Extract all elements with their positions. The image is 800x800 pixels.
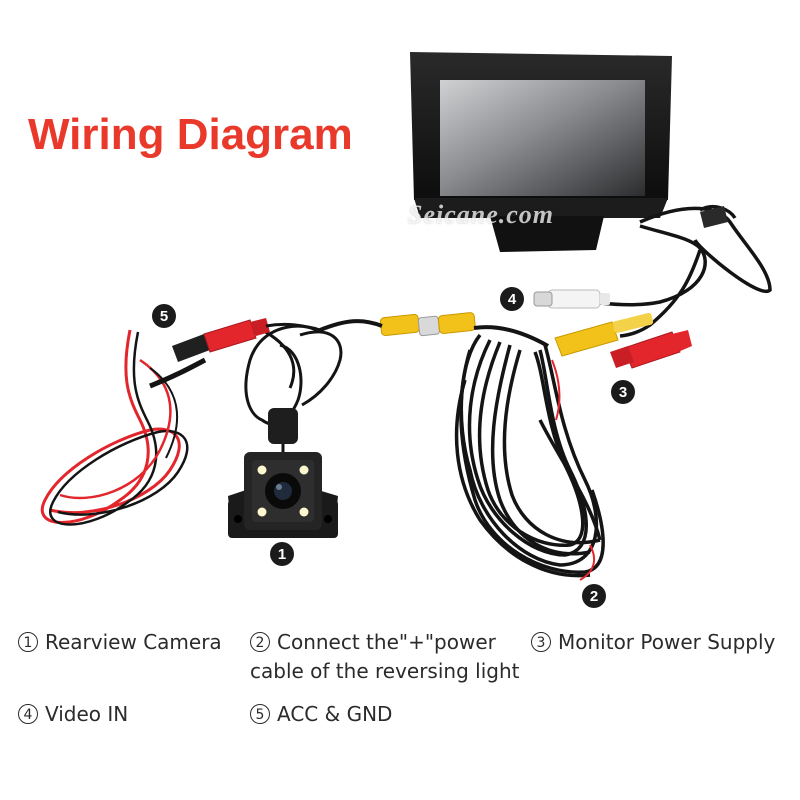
marker-3: 3: [611, 380, 635, 404]
legend-item-acc-gnd: 5 ACC & GND: [250, 700, 392, 729]
legend-item-monitor-power-supply: 3 Monitor Power Supply: [531, 628, 775, 657]
legend-number: 5: [250, 704, 270, 724]
legend-number: 1: [18, 632, 38, 652]
monitor-cables: [599, 205, 772, 338]
legend-label: ACC & GND: [277, 702, 393, 726]
camera-video-rca-joint: [379, 312, 476, 337]
monitor-base: [414, 198, 668, 218]
seicane-watermark: Seicane.com: [408, 200, 555, 229]
legend-label: Monitor Power Supply: [558, 630, 776, 654]
legend-number: 2: [250, 632, 270, 652]
legend-label-continued: cable of the reversing light: [250, 659, 520, 683]
monitor-screen: [440, 80, 645, 196]
diagram-title: Wiring Diagram: [28, 110, 353, 159]
video-in-rca-connector: [533, 289, 610, 309]
camera-cable-grommet: [268, 408, 298, 444]
legend-item-rearview-camera: 1 Rearview Camera: [18, 628, 222, 657]
legend-label: Rearview Camera: [45, 630, 222, 654]
cable-clip: [700, 206, 728, 228]
legend-number: 4: [18, 704, 38, 724]
rearview-camera: [228, 452, 338, 538]
acc-red-connector: [172, 318, 270, 362]
monitor-video-rca: [554, 312, 654, 357]
reversing-light-power-wire: [579, 544, 596, 581]
monitor-stand: [490, 216, 604, 252]
monitor: [410, 52, 672, 252]
marker-2: 2: [582, 584, 606, 608]
legend-label: Connect the"+"power: [277, 630, 496, 654]
legend-label: Video IN: [45, 702, 129, 726]
extension-cable-coil: [454, 333, 605, 578]
legend-item-video-in: 4 Video IN: [18, 700, 128, 729]
legend-item-reversing-light-power: 2 Connect the"+"power cable of the revers…: [250, 628, 519, 686]
acc-gnd-wires: [41, 329, 207, 526]
legend-number: 3: [531, 632, 551, 652]
marker-5: 5: [152, 304, 176, 328]
monitor-power-connector: [610, 330, 692, 369]
marker-4: 4: [500, 287, 524, 311]
marker-1: 1: [270, 542, 294, 566]
